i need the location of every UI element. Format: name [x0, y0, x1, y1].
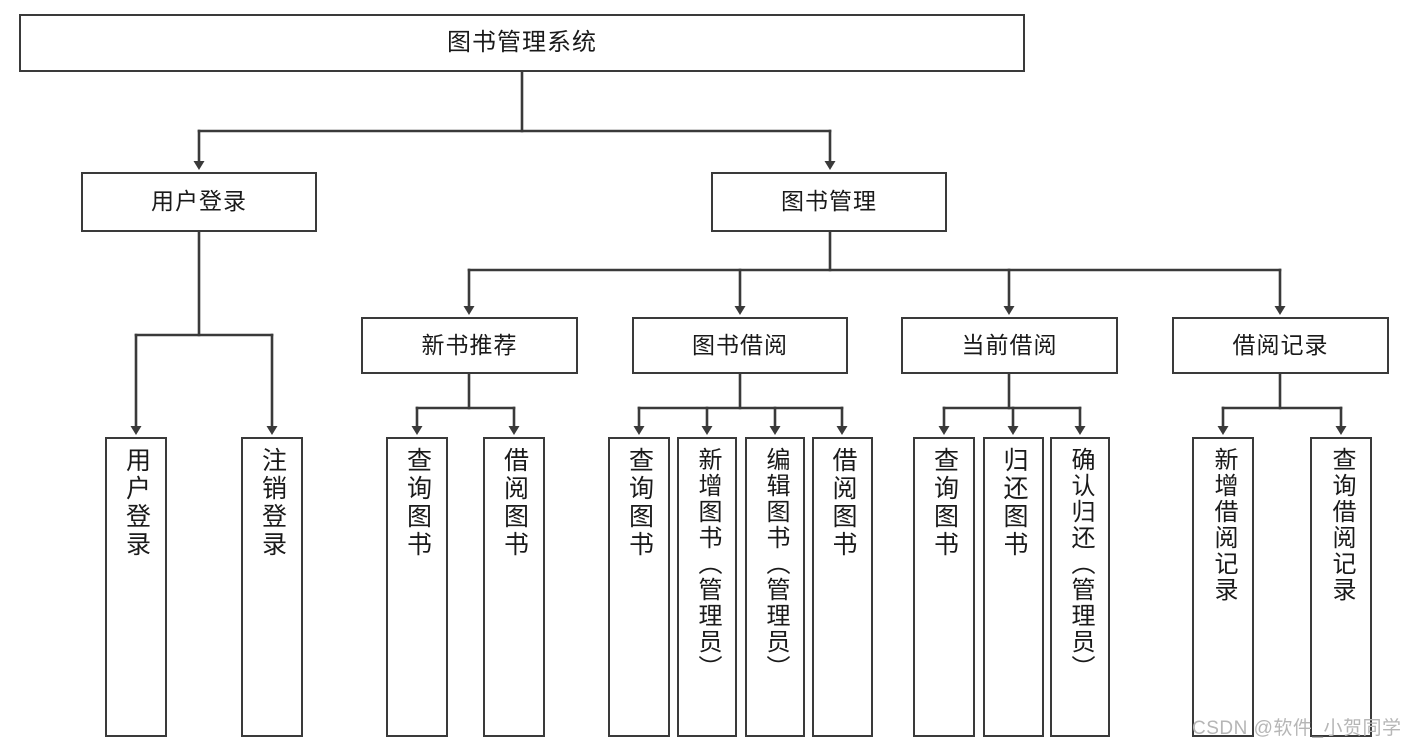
node-leaf-borrow-edit-book-label: 编辑图书（管理员） [761, 447, 789, 681]
node-new-book-recommend-label: 新书推荐 [421, 331, 518, 358]
node-leaf-user-logout-label: 注销登录 [258, 447, 287, 559]
node-leaf-recommend-borrow-book[interactable]: 借阅图书 [483, 437, 545, 737]
node-user-login[interactable]: 用户登录 [81, 172, 317, 232]
node-root-label: 图书管理系统 [447, 28, 597, 56]
node-leaf-current-confirm-return[interactable]: 确认归还（管理员） [1050, 437, 1110, 737]
node-leaf-current-confirm-return-label: 确认归还（管理员） [1066, 447, 1094, 681]
node-leaf-record-add-label: 新增借阅记录 [1209, 447, 1237, 603]
node-current-borrow-label: 当前借阅 [961, 331, 1058, 358]
node-book-borrow[interactable]: 图书借阅 [632, 317, 848, 374]
node-book-management-label: 图书管理 [781, 188, 877, 215]
node-book-borrow-label: 图书借阅 [692, 331, 788, 358]
node-leaf-borrow-query-book-label: 查询图书 [625, 447, 654, 559]
node-leaf-current-query-book[interactable]: 查询图书 [913, 437, 975, 737]
node-leaf-borrow-query-book[interactable]: 查询图书 [608, 437, 670, 737]
node-leaf-user-login-label: 用户登录 [122, 447, 151, 559]
node-borrow-record[interactable]: 借阅记录 [1172, 317, 1389, 374]
node-leaf-record-query-label: 查询借阅记录 [1327, 447, 1355, 603]
node-root[interactable]: 图书管理系统 [19, 14, 1025, 72]
node-leaf-recommend-query-book[interactable]: 查询图书 [386, 437, 448, 737]
node-leaf-borrow-edit-book[interactable]: 编辑图书（管理员） [745, 437, 805, 737]
node-user-login-label: 用户登录 [151, 188, 247, 215]
node-leaf-borrow-borrow-book[interactable]: 借阅图书 [812, 437, 873, 737]
node-leaf-recommend-query-book-label: 查询图书 [403, 447, 432, 559]
node-leaf-user-logout[interactable]: 注销登录 [241, 437, 303, 737]
node-borrow-record-label: 借阅记录 [1232, 331, 1329, 358]
node-leaf-borrow-add-book-label: 新增图书（管理员） [693, 447, 721, 681]
node-leaf-user-login[interactable]: 用户登录 [105, 437, 167, 737]
node-current-borrow[interactable]: 当前借阅 [901, 317, 1118, 374]
node-leaf-current-query-book-label: 查询图书 [930, 447, 959, 559]
node-leaf-current-return-book-label: 归还图书 [1000, 447, 1028, 559]
node-leaf-recommend-borrow-book-label: 借阅图书 [500, 447, 529, 559]
node-leaf-record-query[interactable]: 查询借阅记录 [1310, 437, 1372, 737]
node-leaf-record-add[interactable]: 新增借阅记录 [1192, 437, 1254, 737]
csdn-watermark: CSDN @软件_小贺同学 [1192, 718, 1402, 739]
node-leaf-current-return-book[interactable]: 归还图书 [983, 437, 1044, 737]
node-book-management[interactable]: 图书管理 [711, 172, 947, 232]
node-leaf-borrow-add-book[interactable]: 新增图书（管理员） [677, 437, 737, 737]
node-new-book-recommend[interactable]: 新书推荐 [361, 317, 578, 374]
node-leaf-borrow-borrow-book-label: 借阅图书 [829, 447, 857, 559]
